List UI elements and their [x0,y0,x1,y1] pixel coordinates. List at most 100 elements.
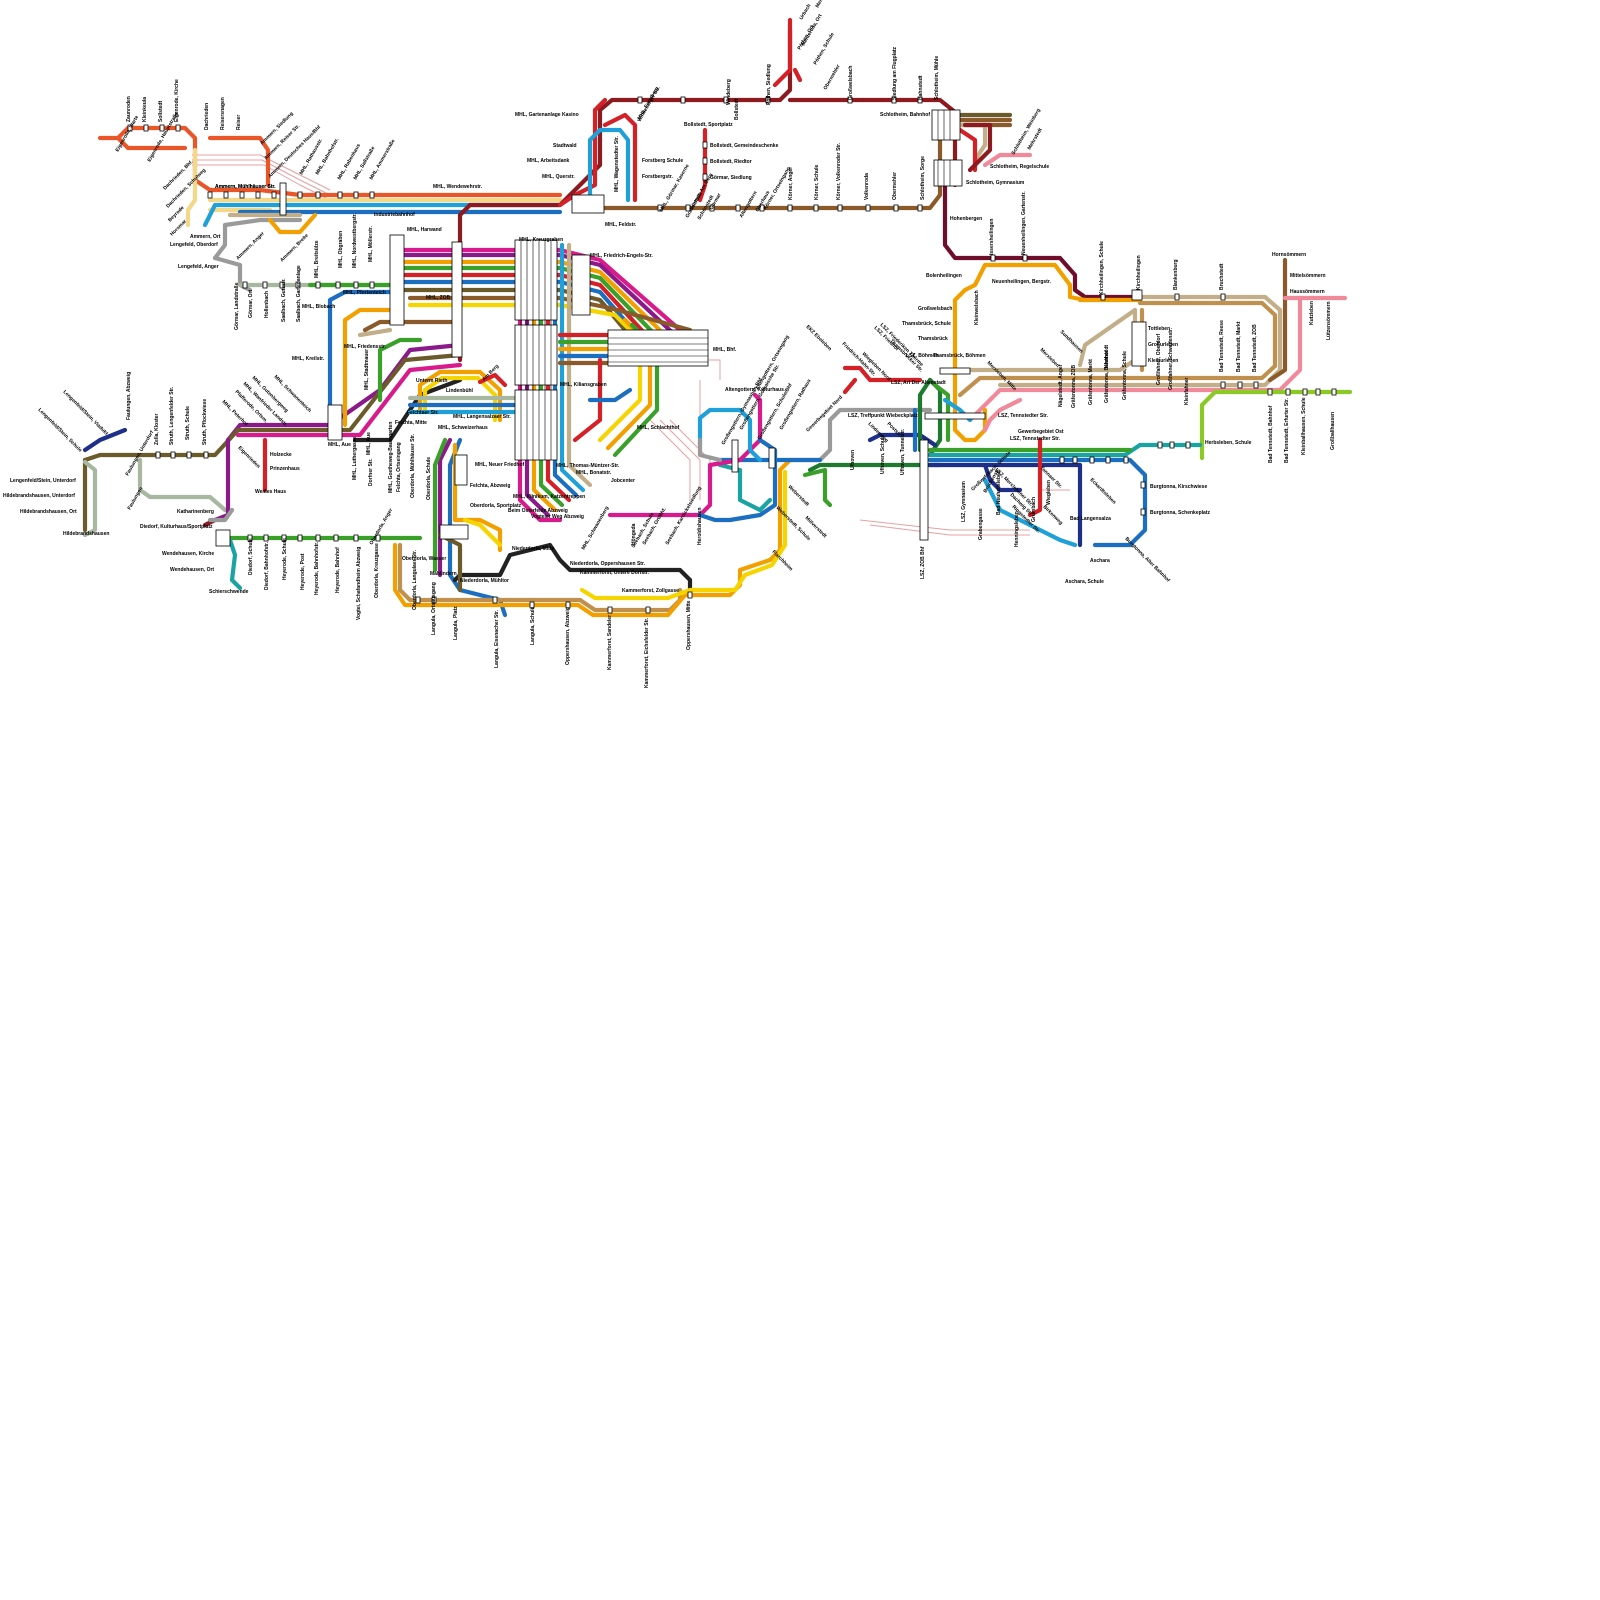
station-label: Forstbergstr. [642,174,673,180]
station-label: Volkenroda [864,173,870,200]
stop-marker [1220,381,1226,389]
station-label: LSZ, Friederiken Therme [879,322,925,368]
station-label: Ufhoven [850,450,856,470]
station-label: Weißes Haus [255,489,286,495]
stop-marker [1157,441,1163,449]
station-label: Struth, Schule [185,406,191,440]
stop-marker [1267,388,1273,396]
stop-marker [1140,481,1146,489]
station-label: Bad Tennstedt, Reese [1219,320,1225,372]
station-label: Oberdorla, Kreuzgasse [374,543,380,598]
station-label: Niederdorla, Mitte [512,546,554,552]
station-label: Struth, Pflockwiese [202,399,208,445]
stop-marker [1123,456,1129,464]
stop-marker [917,96,923,104]
station-label: LSZ, Tennstedter Str. [1010,436,1061,442]
station-label: Haussömmern [1290,289,1325,295]
station-label: Industriebahnhof [374,212,415,218]
stop-marker [657,204,663,212]
stop-marker [247,534,253,542]
station-label: Mahlindern [430,571,457,577]
station-label: MHL, Stadtmauer [364,349,370,390]
stop-marker [353,191,359,199]
station-label: MHL, Schweizerhaus [438,425,488,431]
station-label: Großballhausen [1330,412,1336,450]
station-label: MHL, Schwanenberg [581,505,611,551]
station-label: Schlotheim, Sorge [920,156,926,200]
station-label: Großurleben [1148,342,1178,348]
station-label: Kirchheilingen [1136,255,1142,290]
station-label: Niederdorla, Mühltor [460,578,509,584]
station-label: Sollstedt [158,101,164,122]
station-label: Heyerode, Bahnhof [335,547,341,593]
station-label: Felchta, Abzweig [470,483,510,489]
station-label: MHL, Neuer Friedhof [475,462,525,468]
station-label: MHL, Kreuzgraben [519,237,563,243]
station-label: Weberstedt [787,484,811,508]
station-label: Hollenbach [264,291,270,318]
station-label: Grumbach [1031,497,1037,522]
station-label: Hildebrandshausen, Unterdorf [3,493,75,499]
station-label: Pöthen, Schule [813,32,836,66]
station-label: Lengenfeld/Stein, Unterdorf [10,478,76,484]
stop-marker [223,191,229,199]
station-label: Obermehler [892,172,898,200]
stop-marker [1285,388,1291,396]
station-label: Bollstedt, Gemeindeschenke [710,143,779,149]
station-label: Görmar, Siedlung [710,175,752,181]
station-label: Ammern, Reiser Str. [263,123,301,161]
stop-marker [337,191,343,199]
station-label: LSZ, Tennstedter Str. [998,413,1049,419]
stop-marker [702,157,708,165]
station-label: Felchta, Ortseingang [396,442,402,492]
station-label: Saalbach, Gartenanlage [296,265,302,322]
stop-marker [687,591,693,599]
station-label: MHL, Friedrich-Engels-Str. [590,253,653,259]
station-label: MHL, Nordwestbergstr. [352,213,358,268]
station-label: Felchtaer Str. [407,410,439,416]
station-label: Schlotheim, Gymnasium [966,180,1025,186]
station-label: MHL, Bhf. [713,347,737,353]
station-label: MHL, Breitsülze [314,240,320,278]
station-label: Langula, Platz [453,606,459,640]
station-label: Görmar, Landstraße [234,282,240,330]
station-label: Schlotheim, Bahnhof [880,112,930,118]
station-label: Langula, Schule [530,606,536,645]
stop-marker [680,96,686,104]
stop-marker [186,451,192,459]
stop-marker [175,124,181,132]
station-label: Heyerode, Schule [282,538,288,580]
station-label: LSZ, Gymnasium [961,481,967,522]
station-label: MHL, Langensalzaer Str. [453,414,511,420]
stop-marker [297,191,303,199]
station-label: Lengenfeld/Stein, Viadukt [62,389,110,437]
station-label: Bruchstedt [1219,263,1225,290]
station-label: Bad Tennstedt, Erfurter Str. [1284,397,1290,463]
stop-marker [723,96,729,104]
station-label: Neuenheilingen, Gartenstr. [1021,191,1027,255]
stop-marker [353,534,359,542]
station-label: Schlotheim, Regelschule [990,164,1049,170]
station-label: MHL, Harwand [407,227,442,233]
stop-marker [262,281,268,289]
stop-marker [1072,456,1078,464]
station-label: MHL, Luthergasse [352,436,358,480]
station-label: Ammern, Anger [235,231,266,262]
stop-marker [637,96,643,104]
station-label: MHL, Bonatstr. [576,470,612,476]
stop-marker [1022,254,1028,262]
station-label: Bad Tennstedt, ZOB [1252,324,1258,372]
station-label: Oberdorla, Sportplatz [470,503,522,509]
station-label: Pöthen, Siedlung [766,64,772,105]
stop-marker [1315,388,1321,396]
station-label: Körner, Anger [788,167,794,200]
station-label: MHL, Wendewehrstr. [433,184,483,190]
stop-marker [702,141,708,149]
stop-marker [917,204,923,212]
station-label: MHL, Möllerstr. [368,226,374,262]
station-label: MHL, Schlachthof [637,425,680,431]
stop-marker [281,534,287,542]
stop-markers [127,96,1337,614]
station-label: Zella, Kloster [154,414,160,445]
station-label: Lützensömmern [1326,301,1332,340]
